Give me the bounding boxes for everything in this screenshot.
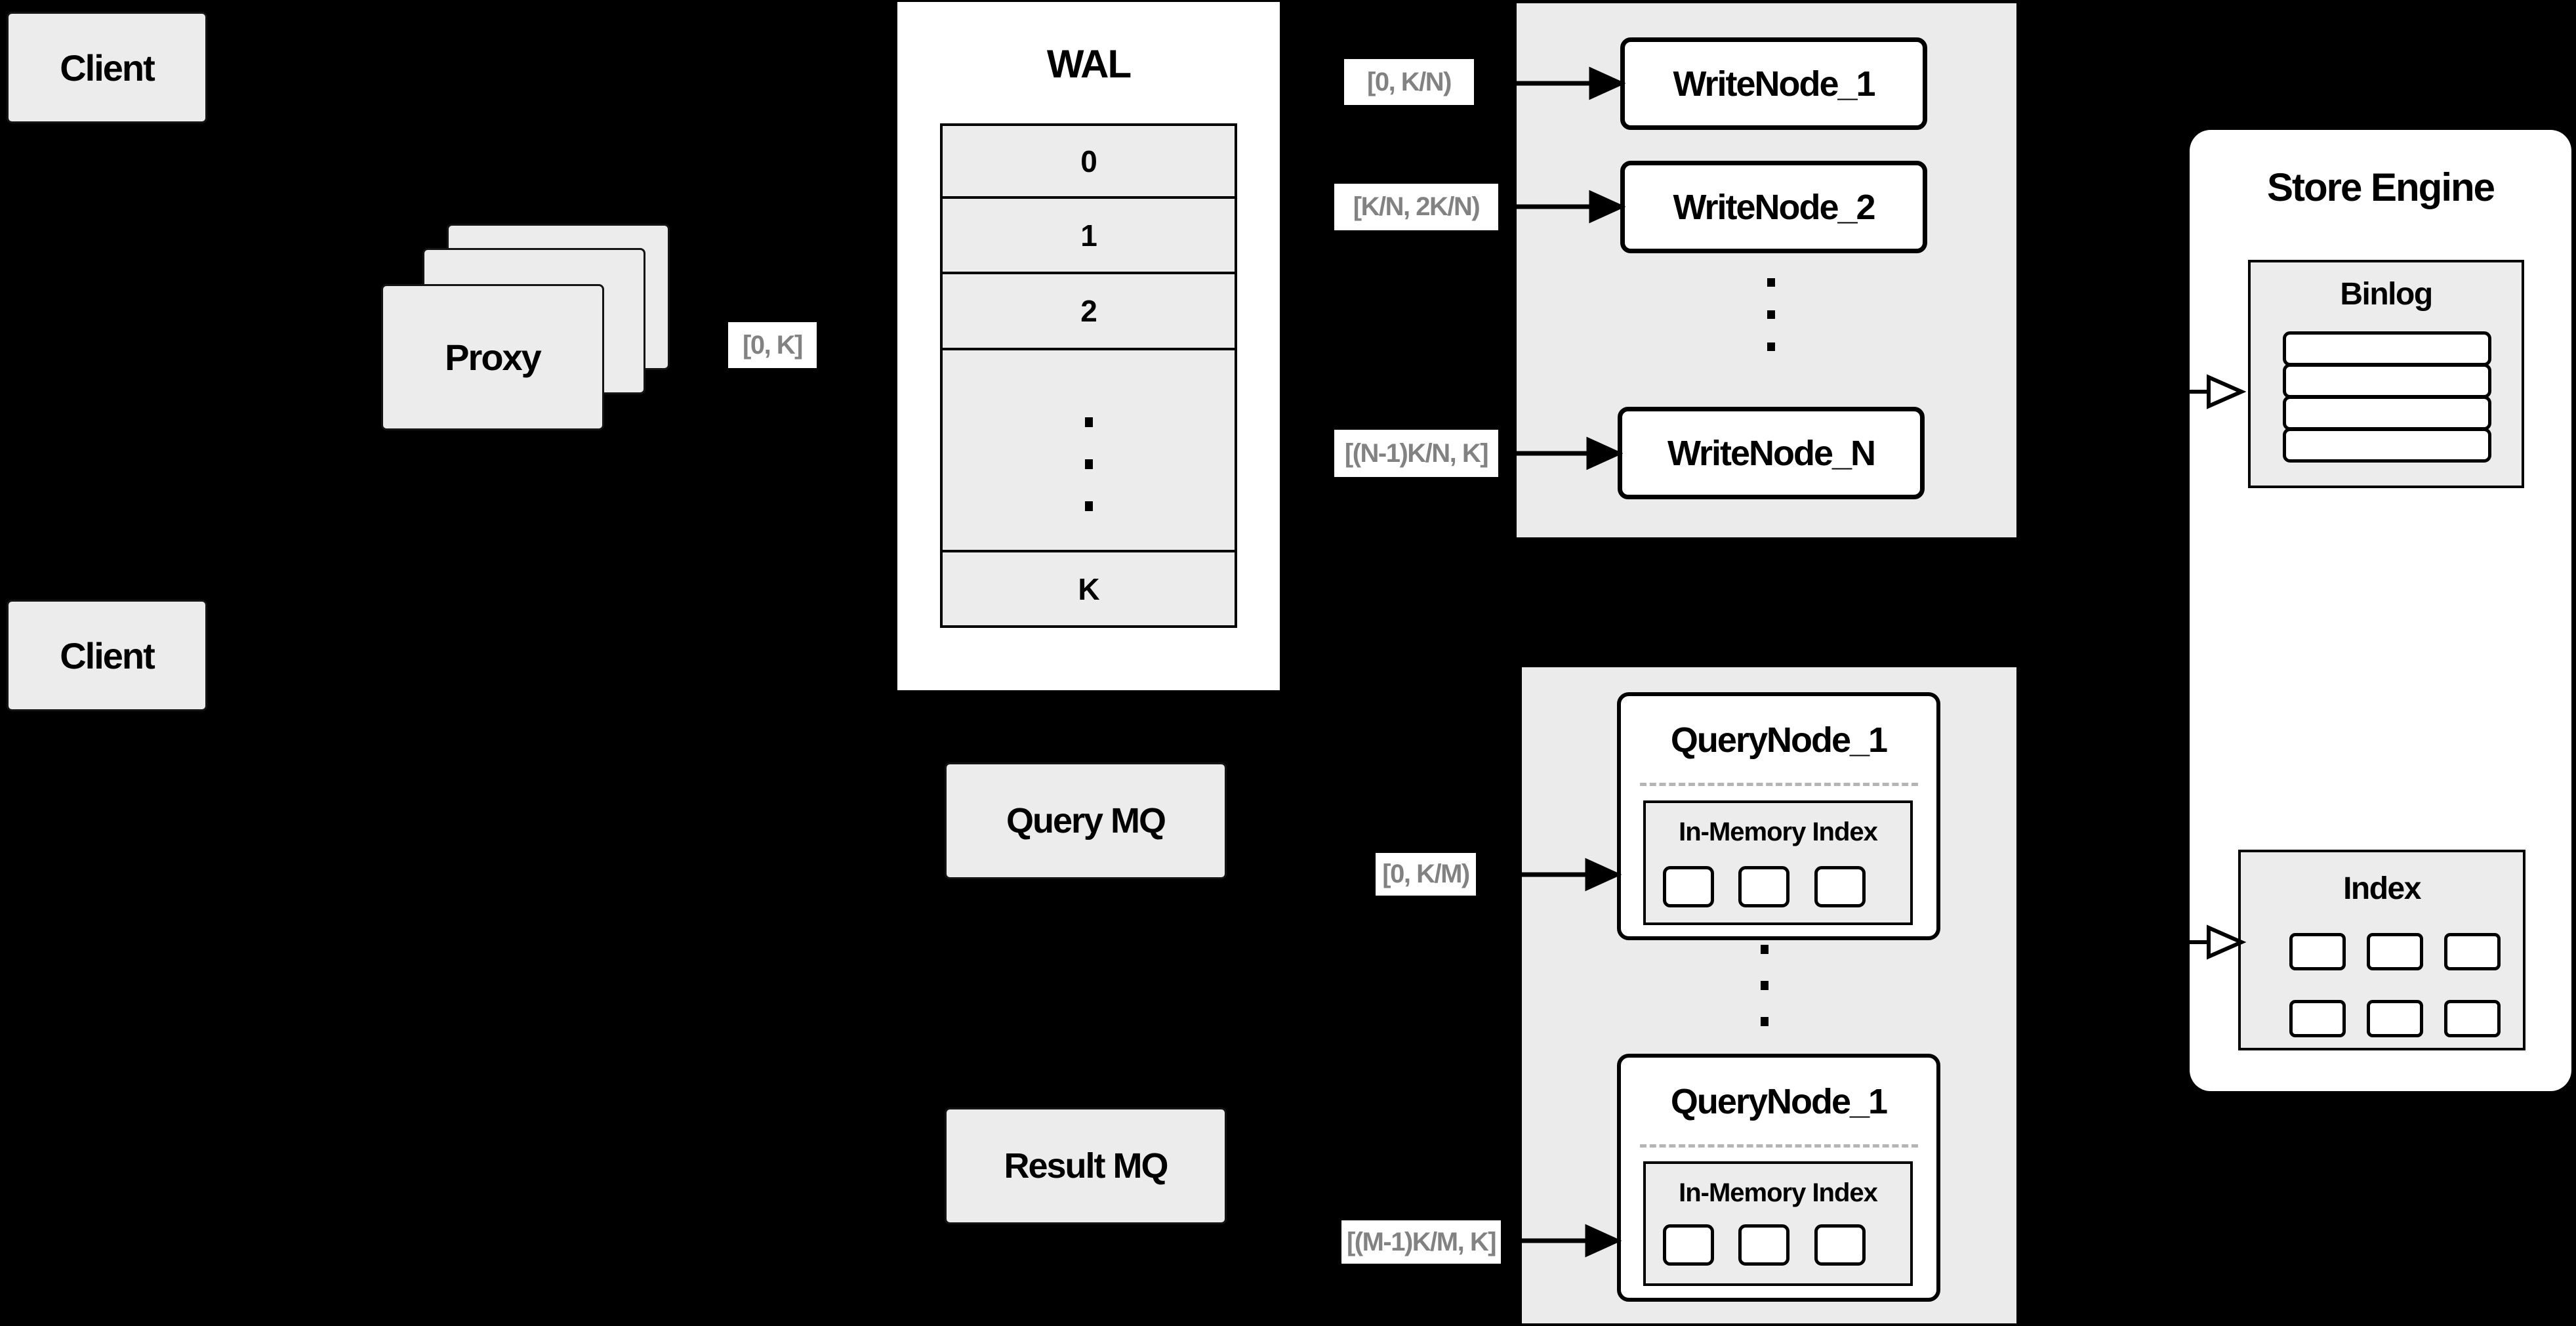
write-node-1-box: WriteNode_1 xyxy=(1620,37,1927,130)
query-node-bottom-title: QueryNode_1 xyxy=(1670,1081,1888,1121)
binlog-title: Binlog xyxy=(2340,276,2433,312)
wal-row-0: 0 xyxy=(940,123,1237,199)
write-node-2-label: WriteNode_2 xyxy=(1673,187,1875,227)
query-node-bottom-divider xyxy=(1640,1144,1918,1148)
query-mq-label: Query MQ xyxy=(1006,801,1166,840)
in-memory-cell xyxy=(1814,866,1866,907)
range-label-writenode-n: [(N-1)K/N, K] xyxy=(1334,430,1498,477)
client-box-top: Client xyxy=(7,12,207,123)
index-cell xyxy=(2444,933,2501,970)
write-node-n-label: WriteNode_N xyxy=(1667,433,1876,473)
write-node-2-box: WriteNode_2 xyxy=(1620,161,1927,253)
index-cell xyxy=(2367,933,2423,970)
result-mq-box: Result MQ xyxy=(945,1108,1227,1224)
wal-ellipsis-dots-icon xyxy=(1085,417,1093,511)
in-memory-cell xyxy=(1738,1224,1789,1266)
write-node-1-label: WriteNode_1 xyxy=(1673,64,1875,104)
range-label-querynode-m: [(M-1)K/M, K] xyxy=(1341,1220,1501,1264)
in-memory-index-bottom-title: In-Memory Index xyxy=(1679,1178,1878,1207)
range-label-querynode-1: [0, K/M) xyxy=(1376,853,1476,896)
write-node-n-box: WriteNode_N xyxy=(1618,407,1925,499)
binlog-row xyxy=(2283,396,2491,430)
query-node-top-title: QueryNode_1 xyxy=(1670,720,1888,760)
range-label-writenode-2: [K/N, 2K/N) xyxy=(1334,184,1498,230)
client-bottom-label: Client xyxy=(60,634,155,676)
result-mq-label: Result MQ xyxy=(1004,1146,1168,1186)
index-cell xyxy=(2444,1000,2501,1037)
index-title: Index xyxy=(2343,871,2421,906)
index-cell xyxy=(2367,1000,2423,1037)
store-engine-title: Store Engine xyxy=(2266,165,2495,209)
binlog-row xyxy=(2283,363,2491,398)
in-memory-cell xyxy=(1663,866,1714,907)
in-memory-index-top-title: In-Memory Index xyxy=(1679,817,1878,846)
client-top-label: Client xyxy=(60,47,155,89)
in-memory-cell xyxy=(1738,866,1789,907)
query-node-top-divider xyxy=(1640,783,1918,786)
wal-row-k: K xyxy=(940,550,1237,628)
write-node-ellipsis-dots-icon xyxy=(1767,278,1775,351)
in-memory-cell xyxy=(1663,1224,1714,1266)
index-cell xyxy=(2289,933,2346,970)
range-label-writenode-1: [0, K/N) xyxy=(1344,59,1474,105)
index-cell xyxy=(2289,1000,2346,1037)
query-node-ellipsis-dots-icon xyxy=(1761,945,1768,1026)
wal-row-2: 2 xyxy=(940,272,1237,350)
binlog-row xyxy=(2283,428,2491,463)
wal-row-1: 1 xyxy=(940,196,1237,274)
wal-row-ellipsis xyxy=(940,348,1237,552)
binlog-row xyxy=(2283,331,2491,366)
wal-title: WAL xyxy=(1046,41,1132,86)
proxy-box-front: Proxy xyxy=(381,284,604,430)
client-box-bottom: Client xyxy=(7,600,207,711)
range-label-proxy-to-wal: [0, K] xyxy=(728,322,817,368)
query-mq-box: Query MQ xyxy=(945,762,1227,879)
in-memory-cell xyxy=(1814,1224,1866,1266)
proxy-label: Proxy xyxy=(445,337,542,378)
